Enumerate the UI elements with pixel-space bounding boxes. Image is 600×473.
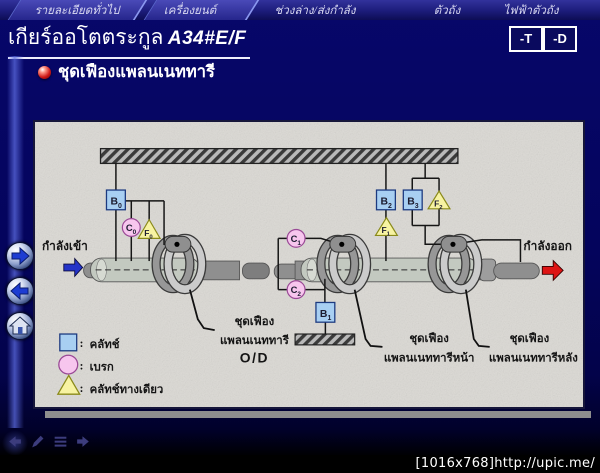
legend-circle-icon: [58, 354, 79, 375]
svg-text:B1: B1: [320, 309, 332, 322]
svg-text:C0: C0: [126, 222, 137, 236]
planetary-gear-diagram: B0 C0 F0 C1 C2 B1 B2 F1 B3 F2: [35, 122, 583, 407]
legend-brake-label: เบรก: [90, 362, 114, 374]
top-tab-bar: รายละเอียดทั่วไป เครื่องยนต์ ช่วงล่าง/ส่…: [0, 0, 600, 20]
output-arrow: [541, 259, 564, 282]
bottom-toolbar: [6, 433, 92, 453]
output-shaft: [493, 262, 540, 280]
tab-engine[interactable]: เครื่องยนต์: [163, 5, 217, 17]
svg-text::: :: [80, 338, 84, 350]
page-title: เกียร์ออโตตระกูล: [8, 25, 164, 49]
minus-t-button[interactable]: -T: [509, 26, 543, 52]
tab-body-electrical[interactable]: ไฟฟ้าตัวถัง: [503, 5, 559, 17]
pen-icon: [32, 435, 44, 448]
svg-text:แพลนเนททารี: แพลนเนททารี: [220, 334, 290, 347]
svg-text:ชุดเฟือง: ชุดเฟือง: [510, 332, 550, 346]
model-code: A34#E/F: [167, 28, 247, 49]
svg-text:O/D: O/D: [240, 350, 269, 366]
legend: : คลัทช์ : เบรก : คลัทช์ทางเดียว: [56, 333, 164, 396]
panel-drop-shadow: [45, 411, 591, 418]
input-arrow: [63, 257, 84, 278]
next-page-button[interactable]: [6, 242, 34, 270]
toolbar-list-button[interactable]: [52, 433, 69, 450]
output-label: กำลังออก: [523, 239, 571, 253]
svg-text:ชุดเฟือง: ชุดเฟือง: [235, 315, 275, 329]
previous-page-button[interactable]: [6, 277, 34, 305]
arrow-left-icon: [9, 436, 21, 447]
tab-chassis[interactable]: ช่วงล่าง/ส่งกำลัง: [274, 5, 356, 17]
b0-band: [105, 189, 126, 211]
legend-oneway-label: คลัทช์ทางเดียว: [90, 382, 164, 396]
rear-gearset-label: ชุดเฟือง แพลนเนททารีหลัง: [489, 332, 578, 365]
planet-hubs: [164, 235, 468, 253]
tab-body[interactable]: ตัวถัง: [433, 5, 461, 17]
f1-one-way-clutch: [374, 216, 399, 236]
diagram-panel: B0 C0 F0 C1 C2 B1 B2 F1 B3 F2: [33, 120, 585, 409]
watermark-text: [1016x768]http://upic.me/: [415, 456, 595, 471]
svg-text:แพลนเนททารีหลัง: แพลนเนททารีหลัง: [489, 352, 578, 365]
leader-rear: [464, 289, 490, 348]
input-label: กำลังเข้า: [42, 239, 88, 253]
title-bar: เกียร์ออโตตระกูล A34#E/F -T -D: [0, 20, 600, 60]
list-icon: [54, 436, 67, 447]
c0-clutch: [121, 218, 141, 237]
fixed-housing-bar: [99, 147, 459, 165]
section-title: ชุดเฟืองแพลนเนททารี: [58, 62, 215, 81]
svg-text:F2: F2: [434, 198, 443, 211]
legend-triangle-icon: [56, 374, 81, 395]
b1-ground-bar: [294, 333, 356, 346]
b2-band: [375, 189, 397, 211]
svg-text:F0: F0: [144, 228, 153, 241]
tab-general[interactable]: รายละเอียดทั่วไป: [34, 5, 120, 17]
page-title-underline: เกียร์ออโตตระกูล A34#E/F: [8, 21, 251, 59]
components: B0 C0 F0 C1 C2 B1 B2 F1 B3 F2: [105, 189, 452, 323]
svg-text:ชุดเฟือง: ชุดเฟือง: [409, 332, 449, 346]
leader-front: [353, 289, 383, 348]
arrow-left-icon: [10, 281, 29, 301]
svg-text:แพลนเนททารีหน้า: แพลนเนททารีหน้า: [384, 352, 475, 365]
shaft-coupler: [242, 262, 270, 280]
toolbar-forward-button[interactable]: [75, 433, 92, 450]
arrow-right-icon: [77, 436, 89, 447]
svg-text:B3: B3: [407, 196, 419, 209]
red-bullet-icon: [38, 65, 51, 79]
svg-text:B2: B2: [380, 196, 392, 209]
svg-text::: :: [80, 383, 84, 395]
b1-band: [315, 301, 336, 323]
c1-clutch: [286, 228, 306, 248]
arrow-right-icon: [11, 246, 30, 266]
legend-clutch-label: คลัทช์: [90, 337, 120, 351]
bottom-black-band: [0, 455, 600, 473]
f2-one-way-clutch: [427, 189, 452, 210]
home-button[interactable]: [6, 312, 34, 340]
leader-od: [189, 289, 215, 331]
minus-d-button[interactable]: -D: [543, 26, 577, 52]
b3-band: [402, 189, 423, 211]
leader-lines: [189, 289, 490, 348]
svg-text:F1: F1: [381, 225, 390, 238]
front-gearset-label: ชุดเฟือง แพลนเนททารีหน้า: [384, 332, 475, 365]
svg-text:C1: C1: [291, 233, 302, 247]
od-gearset-label: ชุดเฟือง แพลนเนททารี O/D: [220, 315, 290, 365]
f0-one-way-clutch: [137, 218, 162, 239]
section-heading: ชุดเฟืองแพลนเนททารี: [38, 62, 215, 82]
c2-clutch: [286, 280, 306, 300]
svg-text::: :: [80, 361, 84, 373]
output-takeoff-line: [452, 239, 522, 263]
toolbar-back-button[interactable]: [6, 433, 23, 450]
legend-square-icon: [59, 333, 78, 352]
svg-text:B0: B0: [110, 196, 122, 209]
svg-text:C2: C2: [291, 284, 302, 298]
home-icon: [8, 316, 32, 335]
toolbar-pen-button[interactable]: [29, 433, 46, 450]
